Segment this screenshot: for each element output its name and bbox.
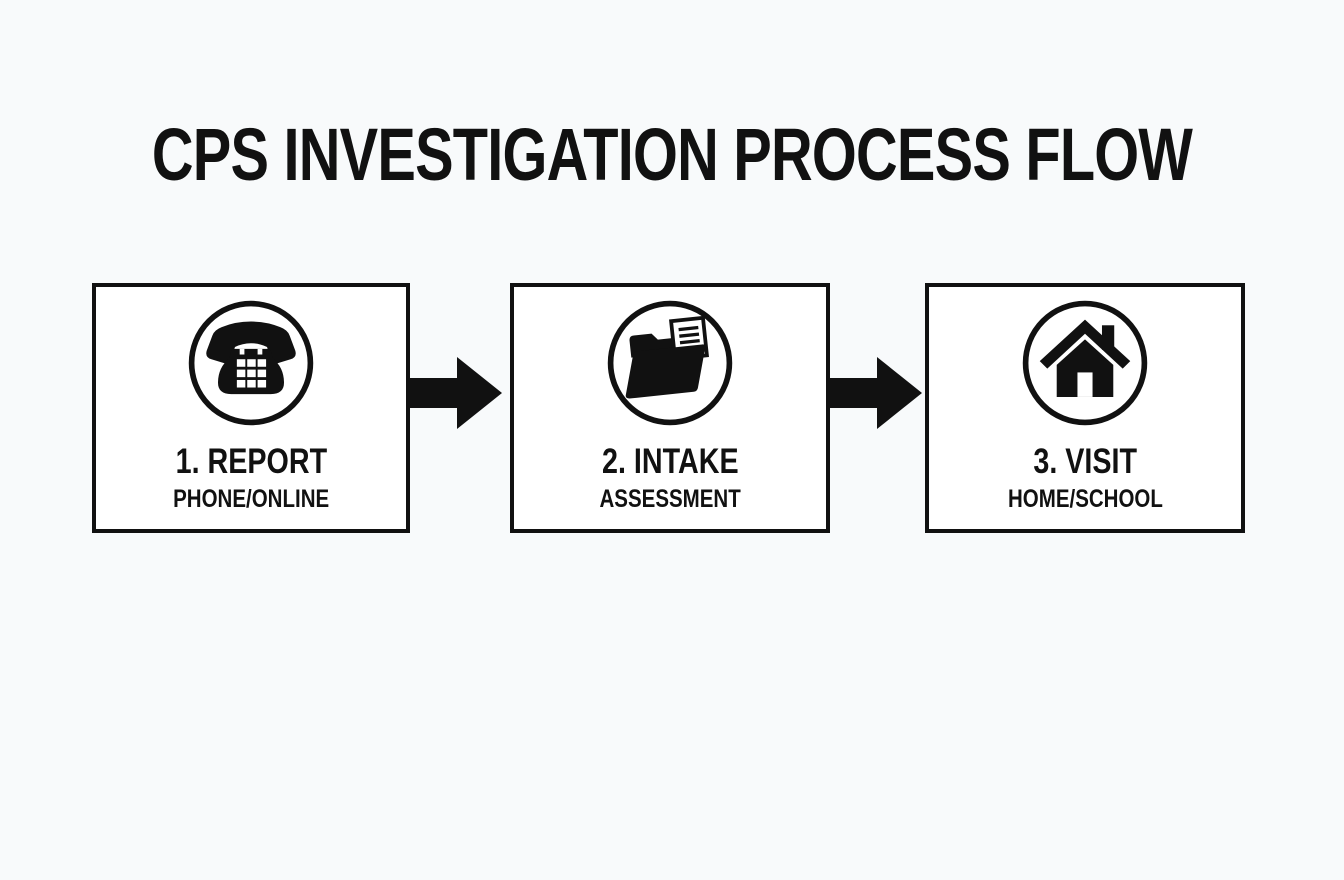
arrow-right-icon [410,357,502,429]
step-label: 1. REPORT [175,442,327,481]
step-label: 3. VISIT [1033,442,1137,481]
open-folder-document-icon [607,300,733,426]
step-sublabel: ASSESSMENT [599,485,741,513]
step-box-intake: 2. INTAKE ASSESSMENT [510,283,830,533]
diagram-title: CPS INVESTIGATION PROCESS FLOW [151,113,1193,196]
step-sublabel: HOME/SCHOOL [1007,485,1163,513]
process-flow: 1. REPORT PHONE/ONLINE [92,283,1344,533]
diagram-page: CPS INVESTIGATION PROCESS FLOW [0,112,1344,880]
step-sublabel: PHONE/ONLINE [172,485,330,513]
phone-icon [188,300,314,426]
arrow-right-icon [830,357,922,429]
flow-connector [410,283,510,429]
step-box-report: 1. REPORT PHONE/ONLINE [92,283,410,533]
step-label: 2. INTAKE [601,442,739,481]
step-box-visit: 3. VISIT HOME/SCHOOL [925,283,1245,533]
flow-connector [830,283,925,429]
house-icon [1022,300,1148,426]
